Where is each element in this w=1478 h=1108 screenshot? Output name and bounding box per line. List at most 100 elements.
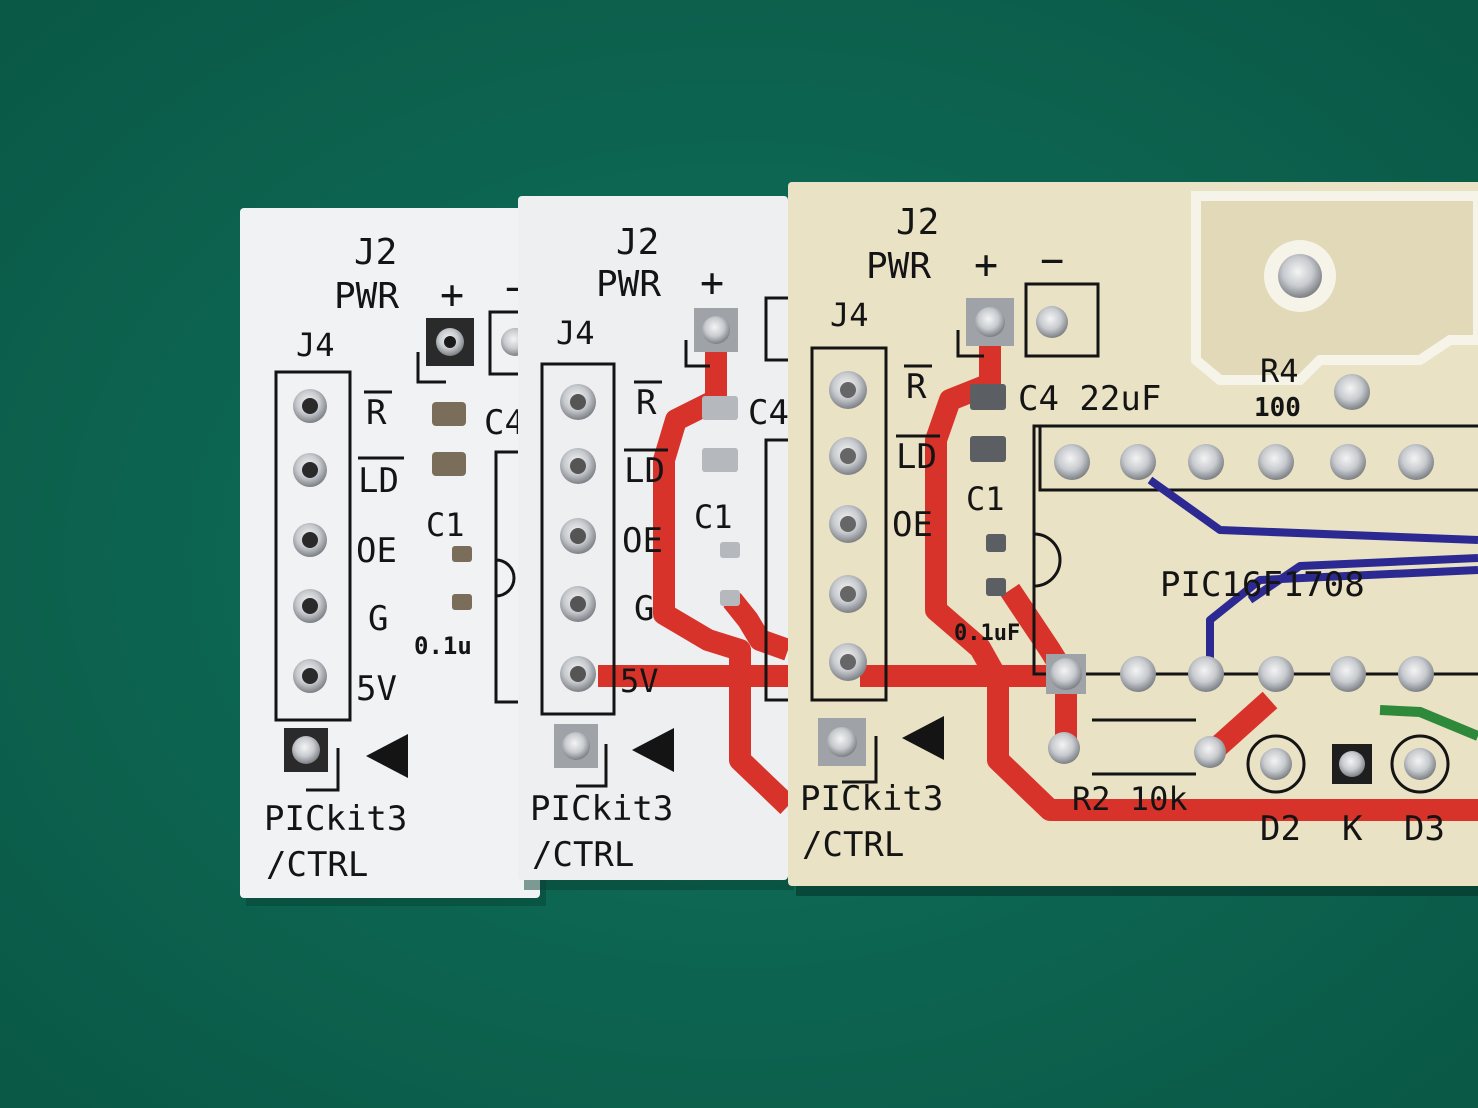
label-pickit3: PICkit3 bbox=[530, 789, 673, 829]
d2-k-pad bbox=[1339, 751, 1365, 777]
c4-pad-1 bbox=[432, 402, 466, 426]
label-j2: J2 bbox=[896, 202, 939, 243]
j2-pin-1 bbox=[975, 307, 1005, 337]
label-j4: J4 bbox=[830, 296, 869, 334]
label-5v: 5V bbox=[620, 662, 659, 700]
j4-silk-outline bbox=[540, 362, 616, 716]
j4-pin-hole bbox=[840, 654, 856, 670]
c4-pad-2 bbox=[970, 436, 1006, 462]
blue-trace bbox=[1206, 566, 1478, 670]
label-g: G bbox=[368, 599, 388, 639]
green-trace bbox=[1379, 705, 1478, 741]
pcb-board-front: J2 PWR + − J4 R LD OE C4 22uF C1 0. bbox=[788, 182, 1478, 896]
label-c1-value: 0.1u bbox=[414, 632, 472, 660]
label-plus: + bbox=[440, 272, 464, 318]
r4-pad bbox=[1334, 374, 1370, 410]
pcb-board-middle: J2 PWR + J4 R LD OE G 5V C4 C1 bbox=[518, 196, 798, 890]
c1-pad-2 bbox=[720, 590, 740, 606]
label-ld: LD bbox=[896, 437, 937, 477]
pickit-pin-1 bbox=[292, 736, 320, 764]
label-ctrl: /CTRL bbox=[266, 845, 368, 885]
ic-bottom-pins bbox=[1046, 654, 1434, 694]
j4-pin-hole bbox=[840, 382, 856, 398]
label-r: R bbox=[636, 383, 657, 423]
ic-pin bbox=[1120, 444, 1156, 480]
label-c1: C1 bbox=[966, 480, 1005, 518]
j4-pin-hole bbox=[570, 528, 586, 544]
label-pwr: PWR bbox=[596, 264, 661, 305]
red-trace bbox=[1000, 583, 1077, 740]
j4-pins bbox=[293, 389, 327, 693]
ic-pin bbox=[1188, 656, 1224, 692]
label-oe: OE bbox=[892, 505, 933, 545]
ic-pin bbox=[1398, 656, 1434, 692]
mounting-hole bbox=[1278, 254, 1322, 298]
ic-pin bbox=[1050, 658, 1082, 690]
label-minus: − bbox=[1040, 238, 1064, 284]
ic-pin bbox=[1188, 444, 1224, 480]
j2-silk-outline bbox=[1024, 282, 1100, 358]
ic-pin bbox=[1330, 656, 1366, 692]
j4-pin-hole bbox=[570, 458, 586, 474]
pcb-board-left: J2 PWR + − J4 R LD OE G 5V C4 C1 bbox=[240, 208, 546, 906]
ic-pin bbox=[1258, 444, 1294, 480]
blue-trace bbox=[1247, 554, 1478, 604]
j2-pin-2 bbox=[1036, 306, 1068, 338]
c4-pad-2 bbox=[702, 448, 738, 472]
pickit-pin1-marker bbox=[576, 744, 608, 788]
label-r2: R2 10k bbox=[1072, 780, 1188, 818]
ic-top-pins bbox=[1054, 444, 1434, 480]
j2-pin-1-hole bbox=[444, 336, 456, 348]
label-oe: OE bbox=[622, 521, 663, 561]
label-ld: LD bbox=[624, 451, 665, 491]
c1-pad-2 bbox=[986, 578, 1006, 596]
red-trace bbox=[925, 340, 1478, 821]
c1-pad-1 bbox=[986, 534, 1006, 552]
j4-pin-hole bbox=[302, 462, 318, 478]
label-c1: C1 bbox=[426, 506, 465, 544]
j4-pin-hole bbox=[840, 516, 856, 532]
label-pwr: PWR bbox=[334, 276, 399, 317]
j4-pin-hole bbox=[570, 596, 586, 612]
j4-pin-hole bbox=[840, 448, 856, 464]
label-r: R bbox=[906, 367, 927, 407]
j4-pins bbox=[829, 371, 867, 681]
label-plus: + bbox=[700, 260, 724, 306]
d2-pad bbox=[1260, 748, 1292, 780]
j4-pin-hole bbox=[570, 394, 586, 410]
label-j2: J2 bbox=[616, 222, 659, 263]
j2-pin1-marker bbox=[684, 340, 710, 368]
j4-pins bbox=[560, 384, 596, 692]
pickit-pin1-marker bbox=[306, 748, 340, 792]
r2-pad-1 bbox=[1048, 732, 1080, 764]
j2-pin1-marker bbox=[416, 352, 446, 384]
label-d3: D3 bbox=[1404, 809, 1445, 849]
j4-pin-hole bbox=[302, 668, 318, 684]
pickit-pin1-marker bbox=[842, 736, 878, 784]
c4-pad-1 bbox=[970, 384, 1006, 410]
pin1-triangle-icon bbox=[902, 716, 944, 760]
label-pickit3: PICkit3 bbox=[800, 779, 943, 819]
label-c1-value: 0.1uF bbox=[954, 621, 1020, 646]
label-c4: C4 bbox=[748, 393, 789, 433]
label-ld: LD bbox=[358, 461, 399, 501]
label-j4: J4 bbox=[296, 326, 335, 364]
j4-pin-hole bbox=[840, 586, 856, 602]
ic-pin bbox=[1120, 656, 1156, 692]
j4-pin-hole bbox=[302, 598, 318, 614]
d2-outline bbox=[1246, 734, 1306, 794]
label-ctrl: /CTRL bbox=[802, 825, 904, 865]
j4-pin-hole bbox=[302, 398, 318, 414]
ic-pin bbox=[1054, 444, 1090, 480]
ic-pin bbox=[1258, 656, 1294, 692]
ic-notch bbox=[495, 558, 516, 598]
pickit-pin-1 bbox=[562, 732, 590, 760]
label-ctrl: /CTRL bbox=[532, 835, 634, 875]
label-j2: J2 bbox=[354, 232, 397, 273]
j2-pin-1 bbox=[702, 316, 730, 344]
pickit-pin-1 bbox=[827, 727, 857, 757]
label-j4: J4 bbox=[556, 314, 595, 352]
label-c1: C1 bbox=[694, 498, 733, 536]
label-ic: PIC16F1708 bbox=[1160, 565, 1365, 605]
